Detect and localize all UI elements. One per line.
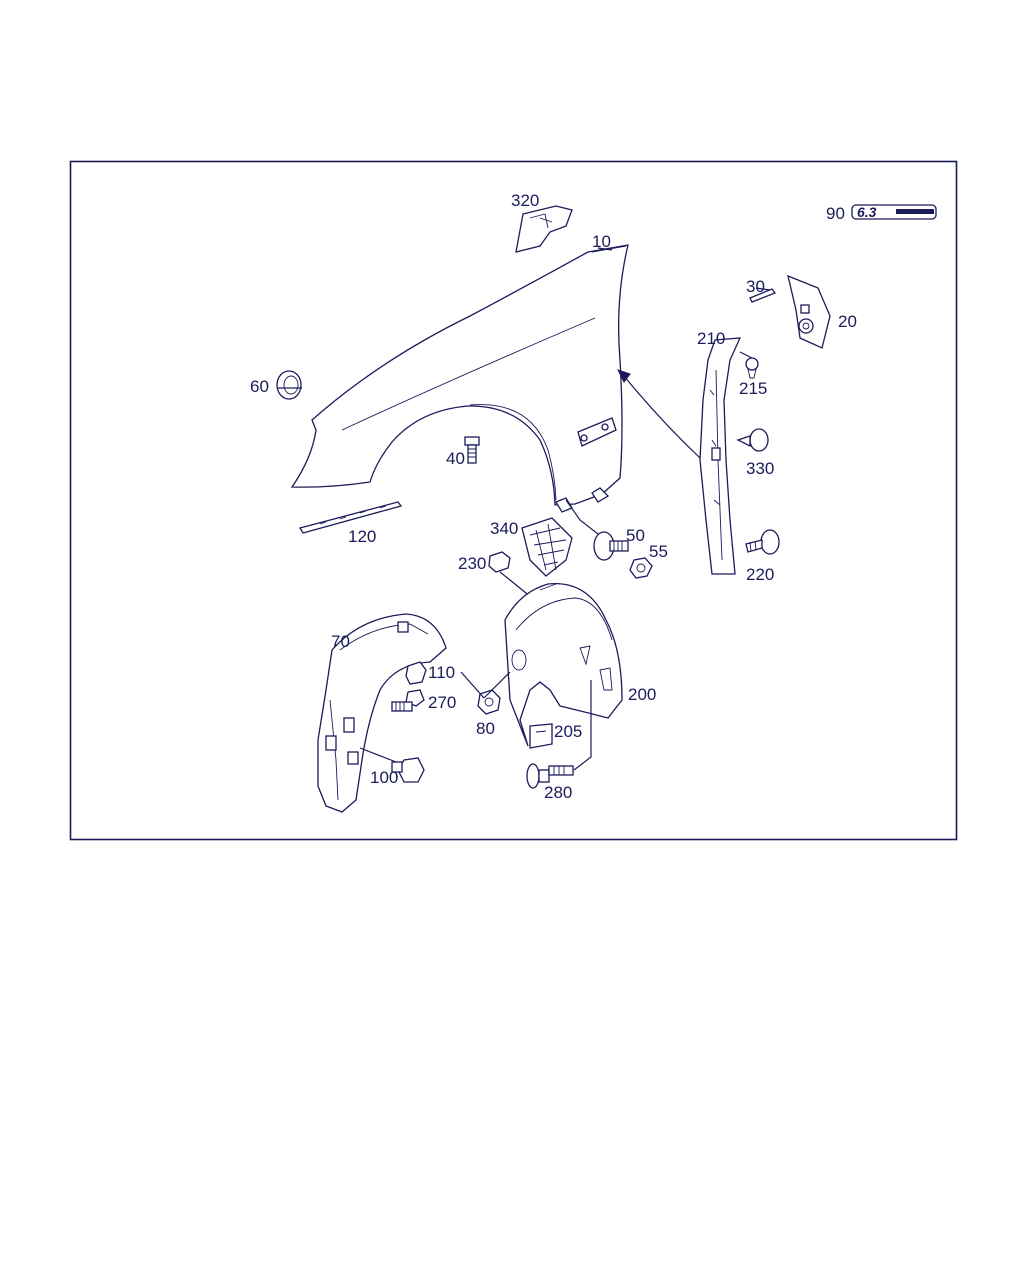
label-270: 270 xyxy=(428,693,456,712)
part-215-clip xyxy=(745,357,759,379)
label-200: 200 xyxy=(628,685,656,704)
label-90: 90 xyxy=(826,204,845,223)
part-220-screw xyxy=(745,529,780,555)
label-10: 10 xyxy=(592,232,611,251)
assembly-arrow-pillar xyxy=(623,375,701,459)
part-230-nut-clip xyxy=(488,551,511,573)
part-200-wheel-liner xyxy=(504,583,623,747)
diagram-frame xyxy=(69,160,958,841)
part-280-screw xyxy=(526,763,574,789)
part-210-pillar xyxy=(699,337,742,575)
label-55: 55 xyxy=(649,542,668,561)
label-120: 120 xyxy=(348,527,376,546)
part-55-nut xyxy=(629,557,653,579)
part-labels: 320 10 90 30 20 210 215 60 40 330 120 34… xyxy=(250,191,857,802)
label-205: 205 xyxy=(554,722,582,741)
label-280: 280 xyxy=(544,783,572,802)
part-50-bolt xyxy=(593,531,629,561)
part-60-grommet xyxy=(276,370,302,400)
part-20-plate xyxy=(787,274,831,349)
label-220: 220 xyxy=(746,565,774,584)
part-30-pin xyxy=(749,288,777,303)
label-60: 60 xyxy=(250,377,269,396)
part-330-push-clip xyxy=(736,428,769,452)
part-100-bolt xyxy=(391,757,425,783)
part-40-bolt xyxy=(464,436,480,464)
label-215: 215 xyxy=(739,379,767,398)
label-70: 70 xyxy=(331,632,350,651)
label-320: 320 xyxy=(511,191,539,210)
part-10-fender xyxy=(290,244,629,513)
label-110: 110 xyxy=(428,663,455,682)
label-50: 50 xyxy=(626,526,645,545)
part-90-badge: 6.3 xyxy=(851,204,937,220)
part-270-screw xyxy=(391,689,425,712)
part-320-bracket xyxy=(515,205,573,253)
part-110-clip xyxy=(405,661,427,685)
part-120-trim-strip xyxy=(298,501,403,534)
label-20: 20 xyxy=(838,312,857,331)
part-205-clip xyxy=(529,723,553,749)
arrowhead-pillar xyxy=(617,369,631,383)
label-340: 340 xyxy=(490,519,518,538)
leader-lines xyxy=(278,247,771,771)
label-80: 80 xyxy=(476,719,495,738)
label-100: 100 xyxy=(370,768,398,787)
label-210: 210 xyxy=(697,329,725,348)
label-230: 230 xyxy=(458,554,486,573)
label-330: 330 xyxy=(746,459,774,478)
label-30: 30 xyxy=(746,277,765,296)
label-40: 40 xyxy=(446,449,465,468)
part-340-grille xyxy=(521,517,573,577)
badge-text: 6.3 xyxy=(857,204,877,220)
